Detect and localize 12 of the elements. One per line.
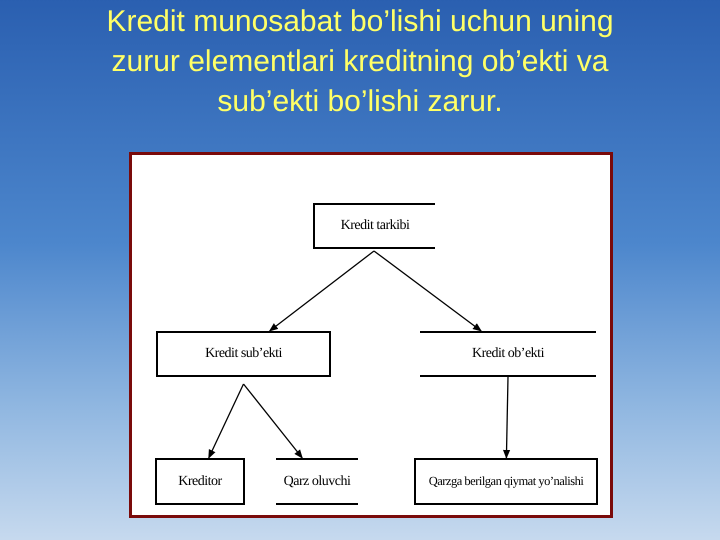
process-box: Kredit tarkibi	[313, 203, 435, 249]
process-box: Qarz oluvchi	[276, 458, 358, 505]
arrow	[374, 250, 482, 332]
arrow	[208, 384, 244, 459]
arrow	[502, 376, 510, 459]
arrow	[268, 250, 374, 332]
process-box: Kreditor	[155, 458, 245, 505]
process-box: Kredit sub’ekti	[156, 331, 331, 377]
slide-title: Kredit munosabat bo’lishi uchun uning zurur elementlari kreditning ob’ekti va sub’ekti bo’lishi zarur.	[106, 4, 614, 120]
process-box: Qarzga berilgan qiymat yo’nalishi	[414, 458, 598, 505]
arrow	[243, 384, 303, 459]
process-box: Kredit ob’ekti	[420, 331, 596, 377]
